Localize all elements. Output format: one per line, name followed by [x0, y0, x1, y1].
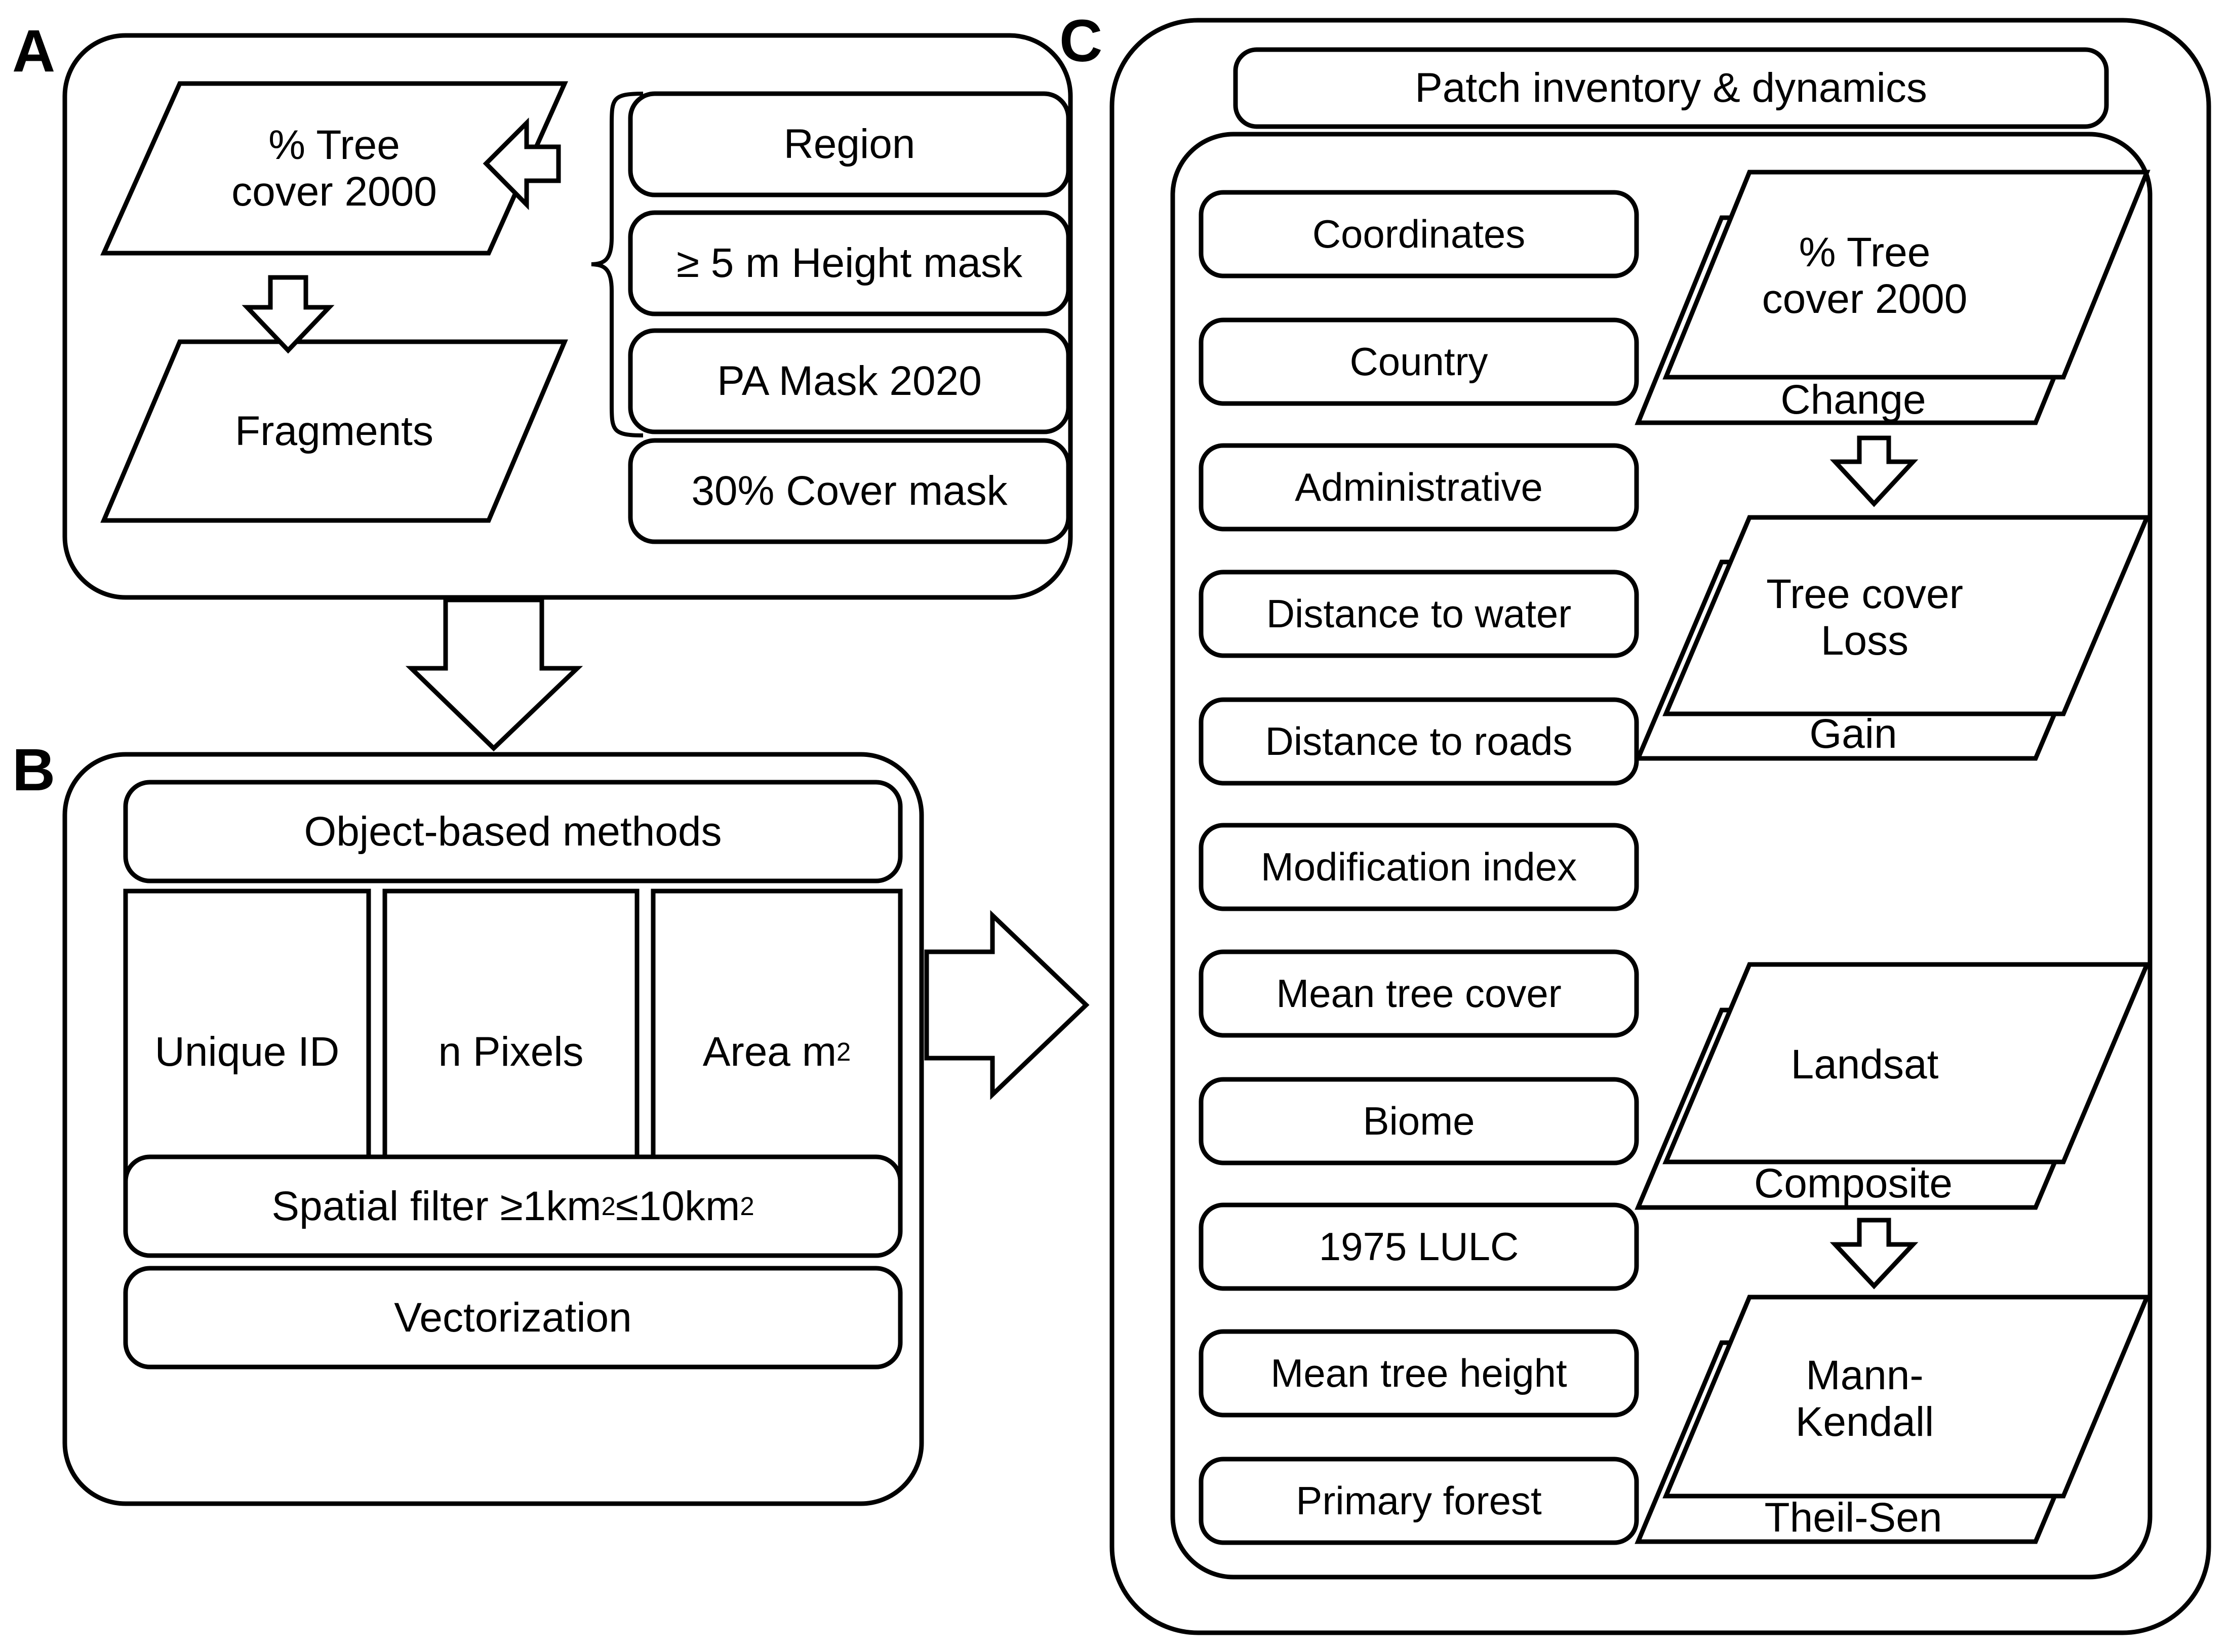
mask-group-brace: [591, 92, 644, 437]
panel-c-attr-box-distance-to-water: [1199, 570, 1639, 658]
connector-b-to-c-arrow: [924, 910, 1090, 1100]
panel-label-a: A: [12, 18, 55, 85]
panel-c-attr-box-mean-tree-height: [1199, 1329, 1639, 1418]
layer-front-loss: [1662, 515, 2151, 716]
panel-c-arrow-change-to-loss: [1829, 435, 1919, 507]
panel-c-attr-box-country: [1199, 317, 1639, 406]
layer-stack-tree-cover-change: [1635, 170, 2151, 425]
panel-c-arrow-composite-to-mannkendall: [1829, 1218, 1919, 1290]
panel-c-attr-box-distance-to-roads: [1199, 697, 1639, 786]
panel-c-attr-box-coordinates: [1199, 190, 1639, 278]
panel-a-down-arrow: [242, 275, 335, 354]
panel-a-treecover-parallelogram: [100, 81, 568, 256]
panel-c-attr-box-modification-index: [1199, 823, 1639, 911]
layer-stack-mann-kendall-theil-sen: [1635, 1295, 2151, 1544]
panel-a-left-arrow: [483, 117, 561, 210]
mask-box-cover: [628, 438, 1071, 544]
panel-c-attr-box-primary-forest: [1199, 1457, 1639, 1545]
panel-c-attr-box-biome: [1199, 1077, 1639, 1165]
panel-a-fragments-parallelogram: [100, 339, 568, 523]
connector-a-to-b-arrow: [405, 597, 583, 752]
panel-b-vectorization-box: [123, 1266, 903, 1369]
layer-front-treecover: [1662, 170, 2151, 380]
mask-box-height: [628, 210, 1071, 316]
panel-label-b: B: [12, 737, 55, 803]
layer-stack-landsat-composite: [1635, 962, 2151, 1210]
panel-c-attr-box-mean-tree-cover: [1199, 949, 1639, 1038]
panel-c-attr-box-lulc-1975: [1199, 1202, 1639, 1291]
panel-b-header-box: [123, 780, 903, 883]
mask-box-pa: [628, 328, 1071, 434]
panel-c-header-box: [1233, 47, 2109, 129]
panel-b-spatial-filter-box: [123, 1154, 903, 1258]
layer-front-mannkendall: [1662, 1295, 2151, 1499]
layer-front-landsat: [1662, 962, 2151, 1164]
mask-box-region: [628, 91, 1071, 197]
panel-label-c: C: [1059, 8, 1102, 74]
panel-c-attr-box-administrative: [1199, 443, 1639, 532]
layer-stack-tree-cover-loss-gain: [1635, 515, 2151, 761]
